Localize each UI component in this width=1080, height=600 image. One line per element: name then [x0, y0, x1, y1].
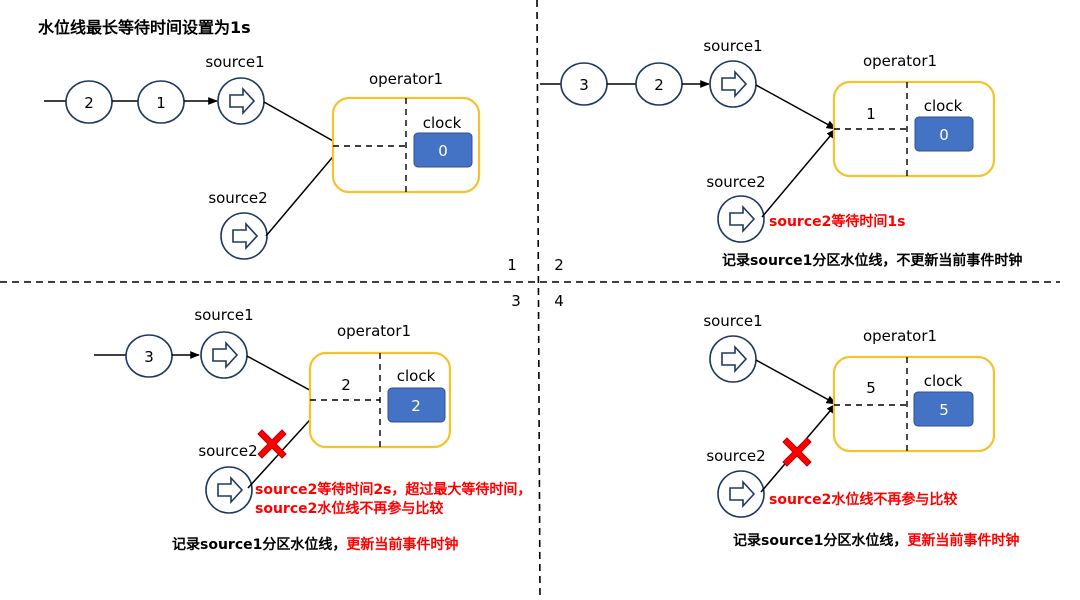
- operator-label: operator1: [863, 327, 937, 345]
- event-value: 3: [144, 348, 154, 366]
- event-value: 3: [579, 76, 589, 94]
- clock-box: [913, 391, 974, 427]
- caption-red: 更新当前事件时钟: [907, 532, 1019, 549]
- panel-4: source1 source2 operator1 5 clock 5 sour…: [703, 312, 1019, 549]
- quadrant-number-1: 1: [507, 256, 517, 274]
- event-node: [65, 80, 113, 124]
- clock-value: 2: [411, 397, 421, 415]
- event-value: 1: [156, 94, 166, 112]
- quadrant-number-4: 4: [554, 292, 564, 310]
- caption-black: 记录source1分区水位线，: [733, 532, 907, 549]
- clock-label: clock: [924, 372, 963, 390]
- quadrant-number-3: 3: [511, 292, 521, 310]
- source1-label: source1: [703, 312, 762, 330]
- quadrant-number-2: 2: [554, 256, 564, 274]
- clock-value: 0: [438, 142, 448, 160]
- source2-label: source2: [198, 442, 257, 460]
- panel-caption: 记录source1分区水位线，不更新当前事件时钟: [722, 252, 1022, 269]
- event-value: 2: [654, 76, 664, 94]
- source2-note-line2: source2水位线不再参与比较: [255, 500, 443, 517]
- source2-note: source2等待时间1s: [769, 213, 905, 230]
- clock-value: 5: [939, 401, 949, 419]
- operator-label: operator1: [863, 52, 937, 70]
- clock-box: [387, 387, 446, 423]
- panel-3: 3 source1 source2 operator1 2 clock 2 so…: [94, 306, 531, 553]
- clock-label: clock: [397, 367, 436, 385]
- clock-box: [413, 132, 473, 168]
- event-node: [125, 334, 173, 378]
- clock-label: clock: [924, 97, 963, 115]
- source2-label: source2: [208, 189, 267, 207]
- clock-label: clock: [423, 114, 462, 132]
- source1-label: source1: [194, 306, 253, 324]
- partition1-watermark: 2: [341, 376, 351, 394]
- source1-label: source1: [205, 53, 264, 71]
- panel-1: 2 1 source1 source2 operator1 clock 0: [44, 53, 481, 260]
- clock-value: 0: [939, 126, 949, 144]
- excluded-cross-icon: [782, 437, 812, 467]
- clock-box: [914, 116, 974, 152]
- source2-label: source2: [706, 173, 765, 191]
- caption-red: 更新当前事件时钟: [346, 536, 458, 553]
- partition1-watermark: 1: [866, 105, 876, 123]
- operator-label: operator1: [337, 322, 411, 340]
- partition1-watermark: 5: [866, 379, 876, 397]
- panel-2: 3 2 source1 source2 source2等待时间1s operat…: [540, 37, 1022, 269]
- diagram-title: 水位线最长等待时间设置为1s: [38, 18, 251, 37]
- source2-note: source2水位线不再参与比较: [769, 491, 957, 508]
- source2-label: source2: [706, 447, 765, 465]
- excluded-cross-icon: [257, 429, 287, 459]
- panel-caption: 记录source1分区水位线，更新当前事件时钟: [172, 536, 458, 553]
- vertical-divider: [536, 0, 541, 600]
- panel-caption: 记录source1分区水位线，更新当前事件时钟: [733, 532, 1019, 549]
- source1-label: source1: [703, 37, 762, 55]
- operator-label: operator1: [369, 70, 443, 88]
- event-node: [137, 80, 185, 124]
- caption-black: 记录source1分区水位线，: [172, 536, 346, 553]
- source2-note-line1: source2等待时间2s，超过最大等待时间，: [255, 481, 531, 498]
- event-value: 2: [84, 94, 94, 112]
